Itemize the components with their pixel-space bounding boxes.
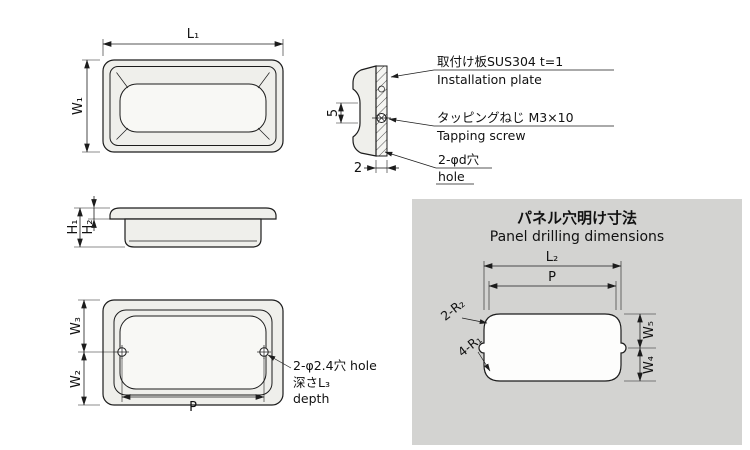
top-view: L₁ W₁ bbox=[71, 27, 284, 153]
callout-screw-en: Tapping screw bbox=[436, 128, 526, 143]
installation-plate-section bbox=[375, 65, 388, 157]
dimension-l2: L₂ bbox=[483, 250, 622, 310]
callout-plate-en: Installation plate bbox=[437, 72, 542, 87]
handle-cup-section bbox=[352, 65, 377, 157]
callout-hole-jp: 2-φd穴 bbox=[438, 152, 480, 167]
dim-label-l2: L₂ bbox=[546, 250, 558, 265]
dim-label-w4: W₄ bbox=[642, 356, 657, 374]
dim-label-2: 2 bbox=[354, 161, 362, 176]
callout-screwhole-line2: 深さL₃ bbox=[293, 375, 330, 390]
callout-screwhole-line1: 2-φ2.4穴 hole bbox=[293, 358, 377, 373]
panel-cutout-shape bbox=[478, 313, 627, 382]
dim-label-l1: L₁ bbox=[187, 27, 199, 42]
callout-screw-jp: タッピングねじ M3×10 bbox=[437, 110, 574, 125]
callout-hole-en: hole bbox=[438, 169, 465, 184]
dim-label-p-panel: P bbox=[548, 270, 556, 285]
callout-screwhole-line3: depth bbox=[293, 391, 329, 406]
dim-label-w1: W₁ bbox=[71, 97, 86, 115]
profile-view: H₁ H₂ bbox=[66, 196, 277, 248]
dim-label-w5: W₅ bbox=[642, 321, 657, 339]
flange-profile bbox=[109, 207, 277, 220]
dimension-w1: W₁ bbox=[71, 59, 100, 153]
dimension-h1: H₁ bbox=[66, 207, 125, 248]
dim-label-h2: H₂ bbox=[81, 220, 96, 235]
callout-plate-jp: 取付け板SUS304 t=1 bbox=[437, 54, 563, 69]
side-section-view: 5 2 取付け板SUS304 t=1 Installation plate タッ… bbox=[326, 54, 614, 185]
dimension-p-front: P bbox=[121, 358, 265, 415]
panel-title-jp: パネル穴明け寸法 bbox=[517, 209, 637, 227]
front-recess-opening bbox=[119, 315, 267, 390]
dim-label-5: 5 bbox=[326, 109, 341, 117]
dim-label-w2: W₂ bbox=[69, 370, 84, 388]
body-profile bbox=[124, 218, 262, 248]
handle-flange-edge bbox=[109, 66, 277, 146]
panel-title-en: Panel drilling dimensions bbox=[490, 229, 664, 245]
callout-installation-plate: 取付け板SUS304 t=1 Installation plate bbox=[390, 54, 614, 87]
callout-phi-d-hole: 2-φd穴 hole bbox=[384, 151, 492, 185]
dimension-2: 2 bbox=[354, 160, 399, 176]
dimension-p-panel: P bbox=[488, 270, 617, 310]
dimension-w4: W₄ bbox=[624, 347, 657, 382]
callout-screw-hole: 2-φ2.4穴 hole 深さL₃ depth bbox=[267, 354, 377, 406]
handle-recess-opening bbox=[119, 83, 267, 133]
dimension-w2: W₂ bbox=[69, 351, 100, 406]
front-view: W₃ W₂ P 2-φ2.4穴 hole 深さL₃ depth bbox=[69, 299, 377, 415]
dim-label-p-front: P bbox=[189, 400, 197, 415]
callout-tapping-screw: タッピングねじ M3×10 Tapping screw bbox=[388, 110, 614, 143]
upper-hole-section bbox=[378, 85, 385, 93]
dim-label-h1: H₁ bbox=[66, 220, 81, 235]
dim-label-w3: W₃ bbox=[69, 317, 84, 335]
dimension-h2: H₂ bbox=[81, 196, 110, 235]
panel-drilling-box: パネル穴明け寸法 Panel drilling dimensions L₂ P … bbox=[412, 199, 742, 445]
dimension-5: 5 bbox=[326, 102, 358, 124]
dimension-l1: L₁ bbox=[102, 27, 284, 56]
